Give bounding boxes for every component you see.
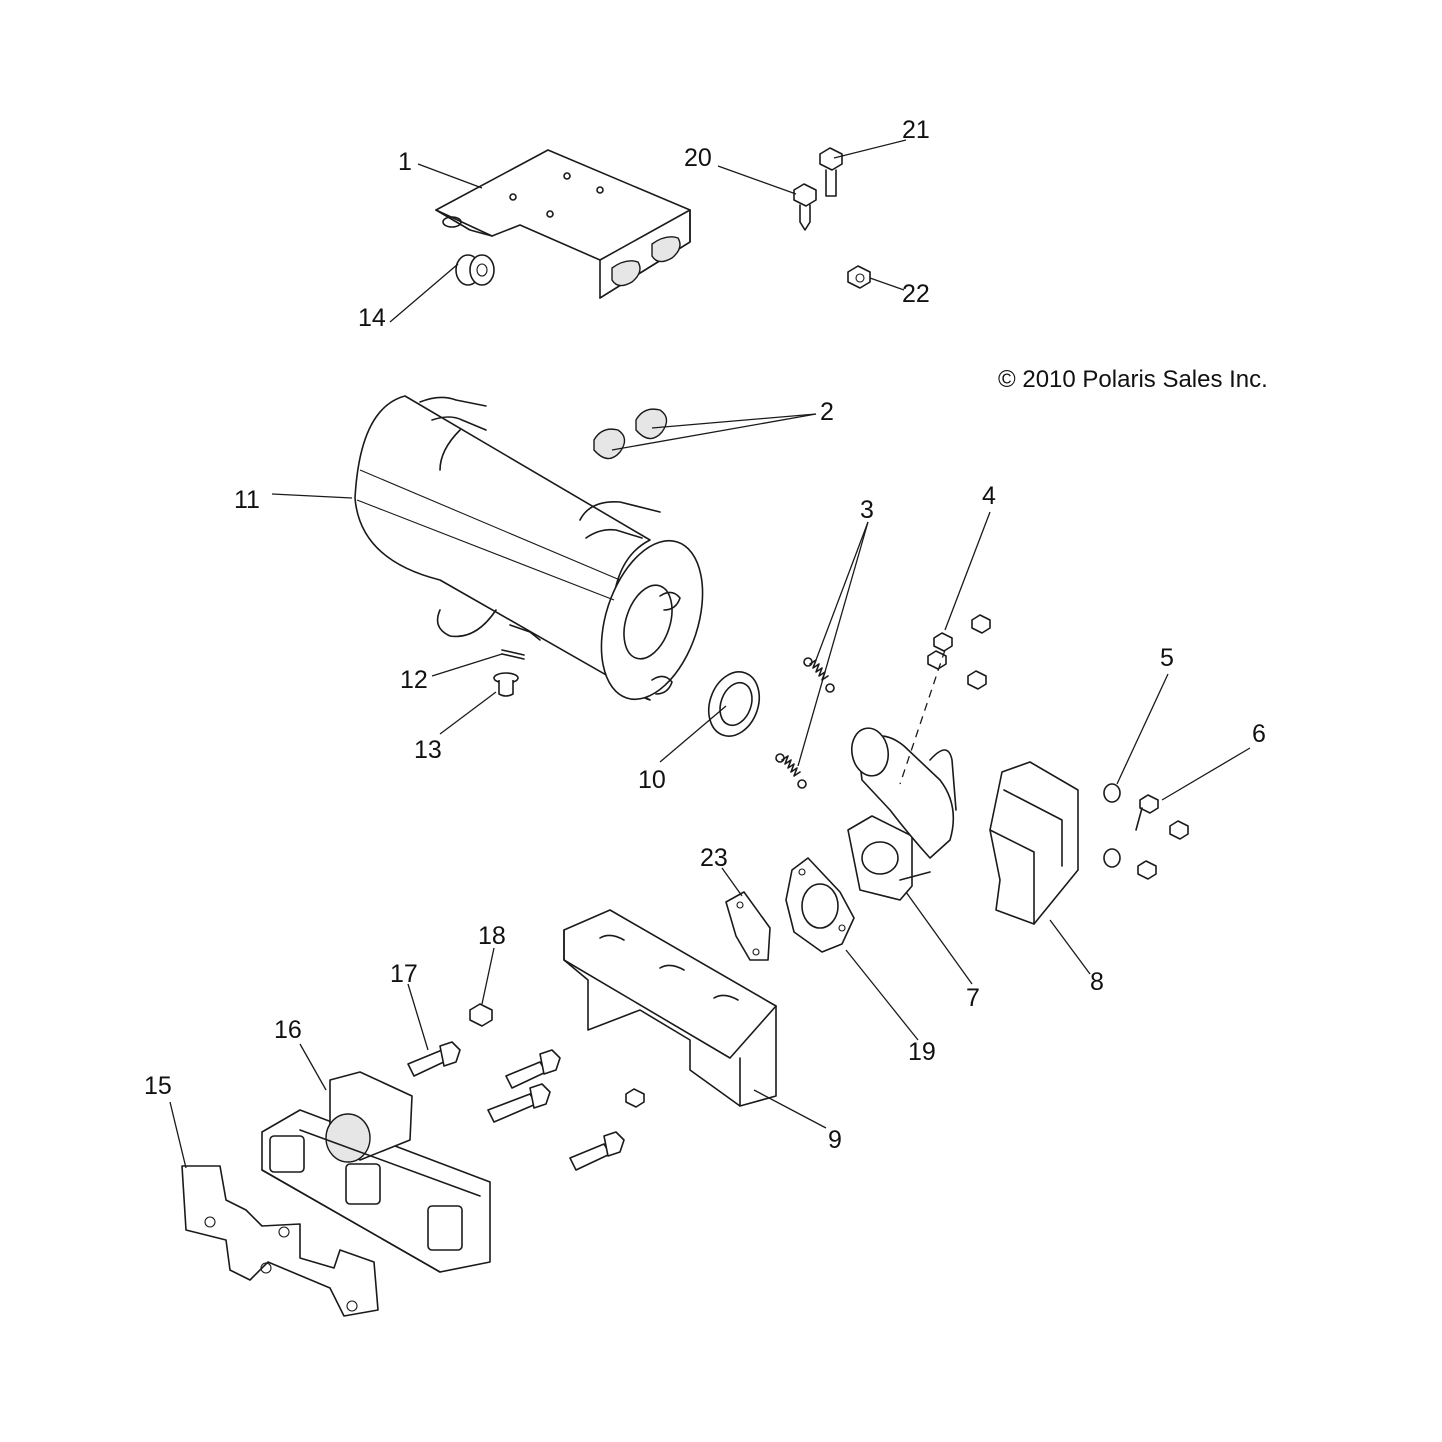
callout-6: 6 bbox=[1252, 720, 1266, 748]
callout-18: 18 bbox=[478, 922, 506, 950]
part-15-manifold-gasket bbox=[181, 1165, 379, 1317]
callout-2: 2 bbox=[820, 398, 834, 426]
callout-15: 15 bbox=[144, 1072, 172, 1100]
callout-9: 9 bbox=[828, 1126, 842, 1154]
callout-19: 19 bbox=[908, 1038, 936, 1066]
part-9-heat-shield bbox=[563, 909, 777, 1107]
callout-13: 13 bbox=[414, 736, 442, 764]
callout-5: 5 bbox=[1160, 644, 1174, 672]
callout-4: 4 bbox=[982, 482, 996, 510]
callout-21: 21 bbox=[902, 116, 930, 144]
part-20-bolt bbox=[793, 183, 817, 231]
part-22-nut bbox=[847, 265, 871, 289]
part-8-heat-shield bbox=[989, 761, 1079, 925]
part-14-grommet bbox=[455, 254, 495, 286]
part-19-gasket bbox=[785, 857, 855, 953]
part-10-gasket-ring bbox=[707, 671, 761, 737]
part-11-muffler bbox=[354, 395, 704, 701]
part-13-plug bbox=[493, 672, 519, 697]
callout-10: 10 bbox=[638, 766, 666, 794]
leader-lines bbox=[169, 139, 1251, 1169]
part-23-bracket bbox=[725, 891, 771, 961]
part-1-mounting-bracket bbox=[435, 149, 691, 299]
callout-17: 17 bbox=[390, 960, 418, 988]
callout-12: 12 bbox=[400, 666, 428, 694]
part-4-nuts bbox=[927, 614, 991, 690]
callout-11: 11 bbox=[234, 486, 260, 514]
part-3-springs bbox=[775, 657, 835, 789]
part-18-nut bbox=[469, 1003, 493, 1027]
callout-16: 16 bbox=[274, 1016, 302, 1044]
part-7-exhaust-elbow bbox=[847, 727, 957, 901]
part-6-bolts bbox=[1135, 794, 1189, 880]
callout-1: 1 bbox=[398, 148, 412, 176]
callout-14: 14 bbox=[358, 304, 386, 332]
part-2-grommets bbox=[593, 408, 668, 460]
callout-22: 22 bbox=[902, 280, 930, 308]
part-16-exhaust-manifold bbox=[261, 1071, 491, 1273]
part-5-washers bbox=[1103, 783, 1121, 868]
part-21-bolt bbox=[819, 147, 843, 197]
callout-20: 20 bbox=[684, 144, 712, 172]
part-12-spring-clip bbox=[501, 649, 525, 660]
callout-3: 3 bbox=[860, 496, 874, 524]
callout-7: 7 bbox=[966, 984, 980, 1012]
copyright-notice: © 2010 Polaris Sales Inc. bbox=[998, 366, 1268, 393]
callout-23: 23 bbox=[700, 844, 728, 872]
callout-8: 8 bbox=[1090, 968, 1104, 996]
part-17-bolts bbox=[407, 1041, 645, 1171]
